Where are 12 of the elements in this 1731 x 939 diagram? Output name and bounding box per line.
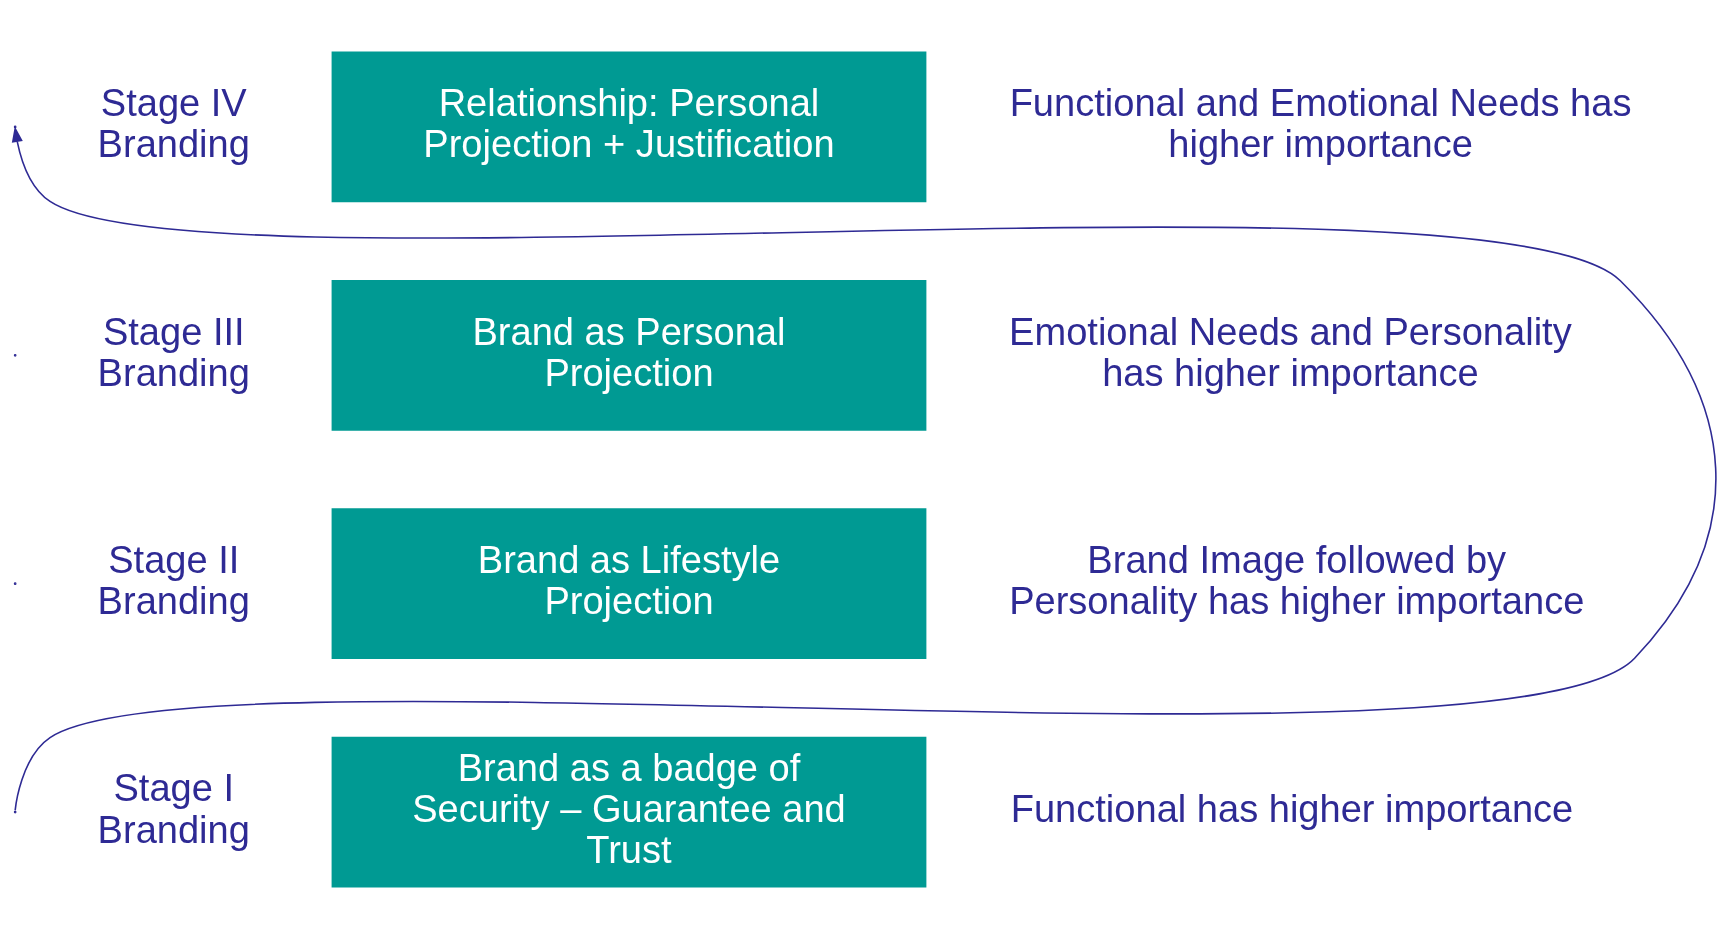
node-box: Brand as a badge of Security – Guarantee and Trust xyxy=(331,736,927,888)
node-label: Stage II Branding xyxy=(97,538,250,623)
node-box: Relationship: Personal Projection + Justification xyxy=(331,51,927,203)
node-box: Brand as Personal Projection xyxy=(331,279,927,431)
node-label: Stage III Branding xyxy=(97,310,250,394)
node-label: Stage I Branding xyxy=(97,767,250,851)
node-label: Functional has higher importance xyxy=(1010,787,1574,830)
node-label: Brand Image followed by Personality has higher importance xyxy=(1009,538,1585,623)
node-label: Stage IV Branding xyxy=(97,82,250,166)
node-box: Brand as Lifestyle Projection xyxy=(331,508,927,660)
node-label: Functional and Emotional Needs has higher importance xyxy=(1009,82,1632,166)
node-label: Emotional Needs and Personality has higher importance xyxy=(1009,310,1572,394)
